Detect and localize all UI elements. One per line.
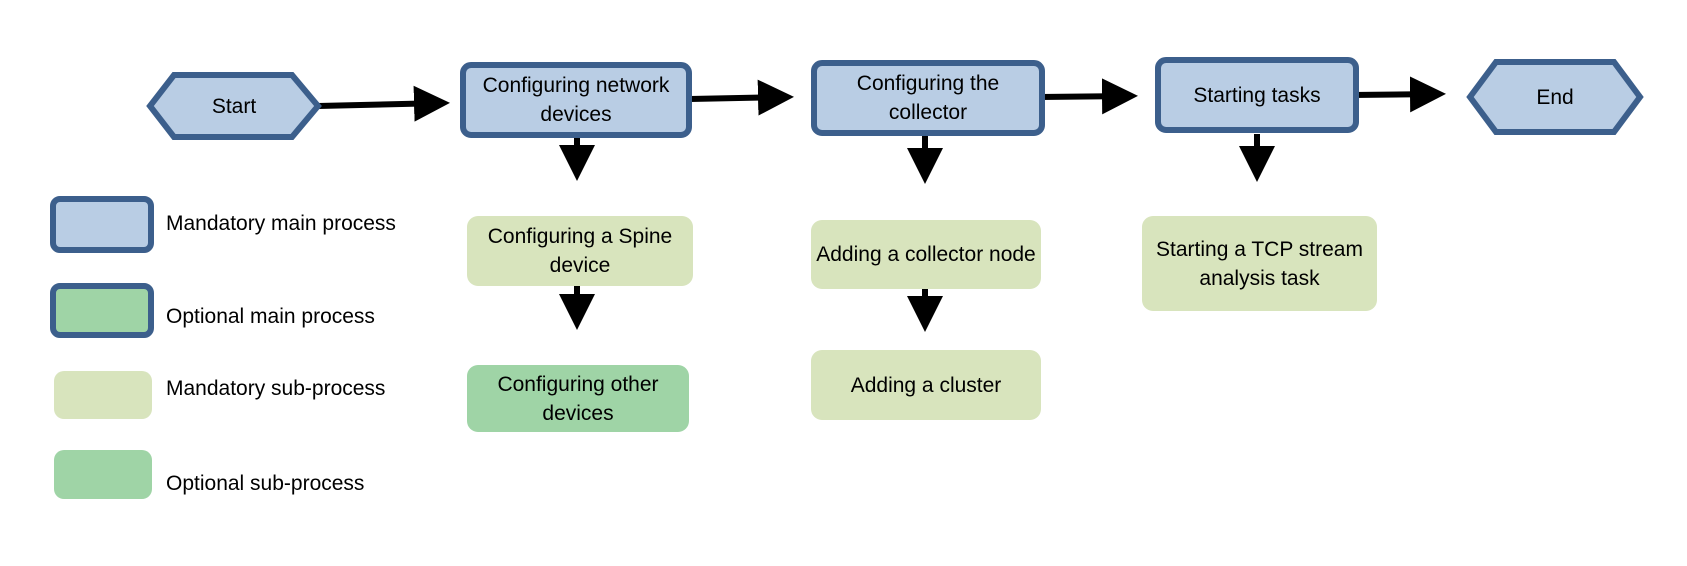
legend-swatch-optional-main [50, 283, 154, 338]
legend-swatch-optional-sub [54, 450, 152, 499]
legend-label-optional-main: Optional main process [166, 305, 375, 328]
legend-label-mandatory-sub: Mandatory sub-process [166, 377, 386, 400]
configuring-spine-label: Configuring a Spine device [487, 225, 673, 277]
legend-swatch-mandatory-sub [54, 371, 152, 419]
adding-cluster-label: Adding a cluster [850, 373, 1002, 397]
arrow-start-to-network [317, 85, 450, 122]
adding-collector-node-label: Adding a collector node [816, 243, 1036, 266]
starting-tcp-task-node: Starting a TCP stream analysis task [1142, 216, 1377, 311]
start-node: Start [146, 71, 322, 141]
configuring-spine-node: Configuring a Spine device [467, 216, 693, 286]
starting-tasks-label: Starting tasks [1193, 83, 1321, 107]
end-hexagon-shape [1466, 59, 1644, 135]
configuring-collector-node: Configuring the collector [811, 60, 1045, 136]
configuring-network-devices-node: Configuring network devices [460, 62, 692, 138]
configuring-network-devices-label: Configuring network devices [482, 74, 670, 126]
legend-label-optional-sub: Optional sub-process [166, 472, 365, 495]
configuring-other-devices-label: Configuring other devices [497, 372, 659, 425]
starting-tasks-node: Starting tasks [1155, 57, 1359, 133]
end-label: End [1536, 85, 1574, 109]
arrow-network-to-collector [689, 79, 794, 116]
arrow-tasks-to-end [1351, 76, 1446, 113]
legend-swatch-mandatory-main [50, 196, 154, 253]
end-node: End [1466, 58, 1644, 136]
arrow-collector-to-tasks [1039, 78, 1138, 115]
configuring-other-devices-node: Configuring other devices [467, 365, 689, 432]
start-hexagon-shape [146, 72, 322, 140]
legend-label-mandatory-main: Mandatory main process [166, 212, 396, 235]
start-label: Start [211, 94, 257, 118]
adding-collector-node-node: Adding a collector node [811, 220, 1041, 289]
configuring-collector-label: Configuring the collector [856, 72, 1000, 124]
adding-cluster-node: Adding a cluster [811, 350, 1041, 420]
starting-tcp-task-label: Starting a TCP stream analysis task [1156, 237, 1363, 290]
